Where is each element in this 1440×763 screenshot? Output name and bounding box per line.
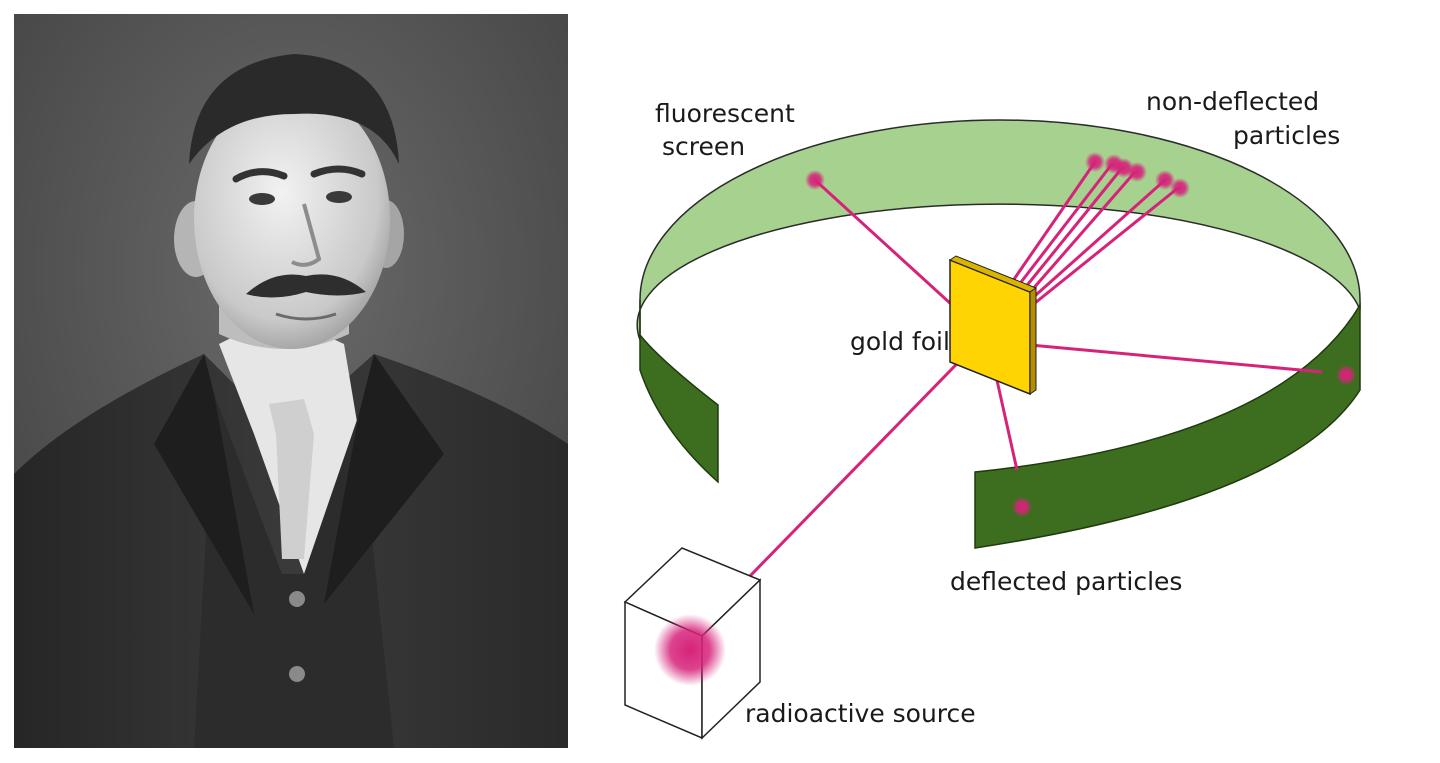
gold-foil-label: gold foil [850, 327, 950, 356]
non-deflected-beam [1027, 178, 1166, 304]
portrait-photo [14, 14, 568, 748]
right-eyebrow [310, 165, 366, 178]
impact-spot [1336, 365, 1356, 385]
non-deflected-particles-label: non-deflected particles [1146, 87, 1340, 150]
non-deflected-beam [1029, 186, 1179, 309]
deflected-particles-label: deflected particles [950, 567, 1182, 596]
screen-outer-wall-right [974, 302, 1361, 549]
nose [291, 203, 322, 267]
source-glow [654, 614, 726, 686]
screen-outer-wall-left [639, 300, 719, 484]
hair [189, 54, 399, 164]
non-deflected-beam [1023, 171, 1137, 299]
mouth [275, 312, 337, 321]
non-deflected-beam [1013, 163, 1114, 291]
gold-foil-experiment-diagram: fluorescent screen non-deflected particl… [623, 87, 1361, 740]
gold-foil-side [1029, 287, 1037, 395]
impact-spot [1170, 178, 1190, 198]
impact-spot [1085, 152, 1105, 172]
incident-beam [710, 333, 987, 617]
right-lapel [324, 354, 444, 604]
radioactive-source-label: radioactive source [745, 699, 976, 728]
left-eye [249, 193, 275, 205]
deflected-beam [1029, 343, 1323, 374]
impact-spot [1127, 162, 1147, 182]
vest-button [289, 591, 305, 607]
vest [194, 394, 394, 748]
vest-button [289, 666, 305, 682]
tie [269, 399, 314, 559]
impact-spot [1012, 497, 1032, 517]
non-deflected-beam [1008, 161, 1097, 286]
impact-spot [1155, 170, 1175, 190]
left-eyebrow [232, 168, 288, 183]
alpha-beams [710, 161, 1323, 617]
impact-spot [805, 170, 825, 190]
gold-foil [949, 258, 1031, 396]
left-lapel [154, 354, 254, 614]
mustache [246, 274, 366, 298]
non-deflected-beam [1018, 167, 1124, 295]
right-eye [326, 191, 352, 203]
cube-side [701, 578, 761, 740]
fluorescent-screen-label: fluorescent screen [655, 99, 803, 161]
